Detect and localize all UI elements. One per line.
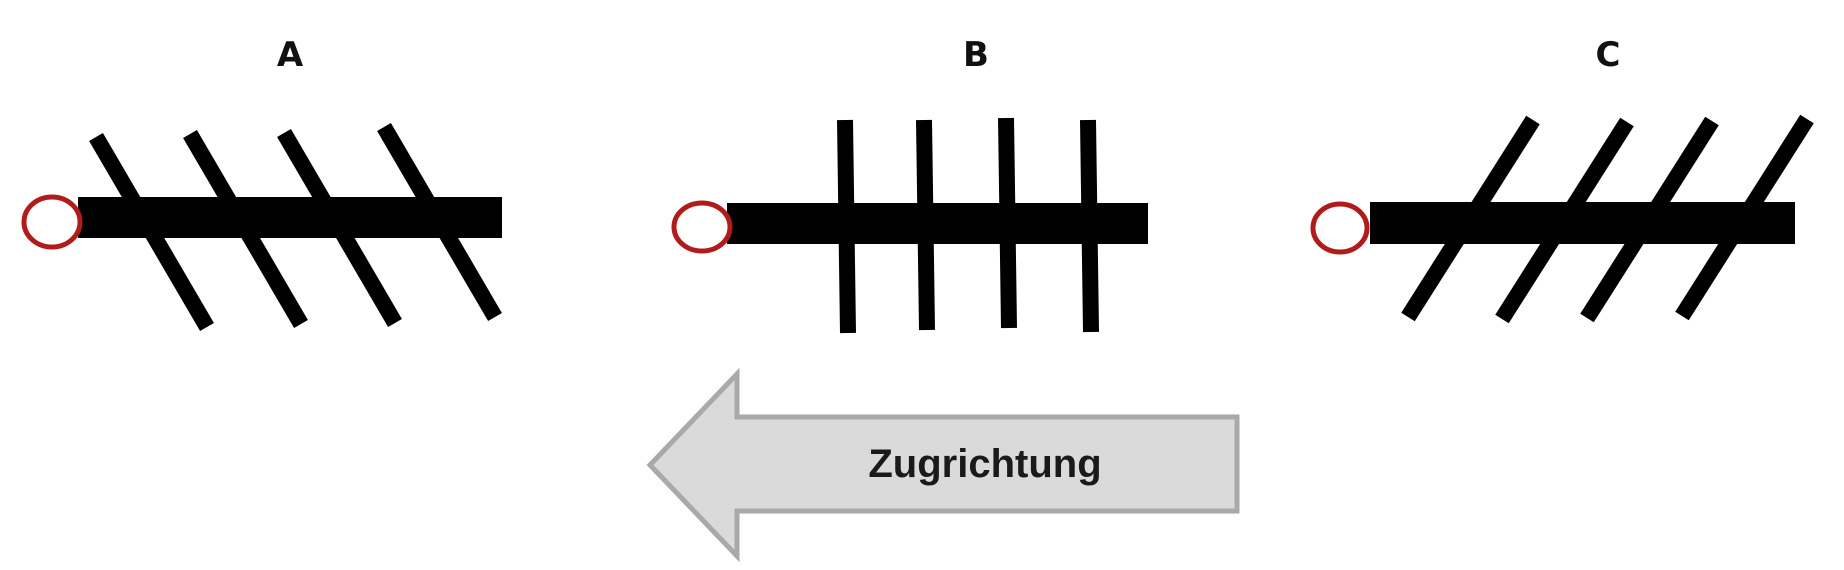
barb-a-3 bbox=[277, 128, 402, 328]
barb-b-2 bbox=[916, 119, 935, 331]
eyelet-c bbox=[1310, 201, 1370, 255]
barb-c-1 bbox=[1401, 115, 1540, 322]
barb-c-2 bbox=[1495, 117, 1634, 324]
panel-label-c: C bbox=[1596, 35, 1621, 75]
barb-a-2 bbox=[183, 129, 308, 329]
arrow-left-icon bbox=[646, 367, 1240, 563]
eyelet-a bbox=[21, 194, 83, 250]
barb-b-3 bbox=[998, 117, 1017, 329]
panel-a: A bbox=[21, 35, 502, 332]
barb-a-4 bbox=[377, 122, 502, 322]
pull-direction-arrow: Zugrichtung bbox=[646, 367, 1240, 563]
panel-label-a: A bbox=[277, 35, 304, 75]
barb-c-4 bbox=[1675, 114, 1814, 321]
panel-b: B bbox=[671, 35, 1148, 334]
barb-b-4 bbox=[1080, 119, 1099, 333]
panel-c: C bbox=[1310, 35, 1814, 324]
arrow-label: Zugrichtung bbox=[868, 442, 1101, 486]
barb-a-1 bbox=[89, 132, 214, 332]
eyelet-b bbox=[671, 200, 733, 254]
barb-c-3 bbox=[1580, 116, 1719, 323]
barb-b-1 bbox=[837, 119, 856, 334]
shaft-b bbox=[727, 203, 1148, 244]
panel-label-b: B bbox=[963, 35, 989, 75]
